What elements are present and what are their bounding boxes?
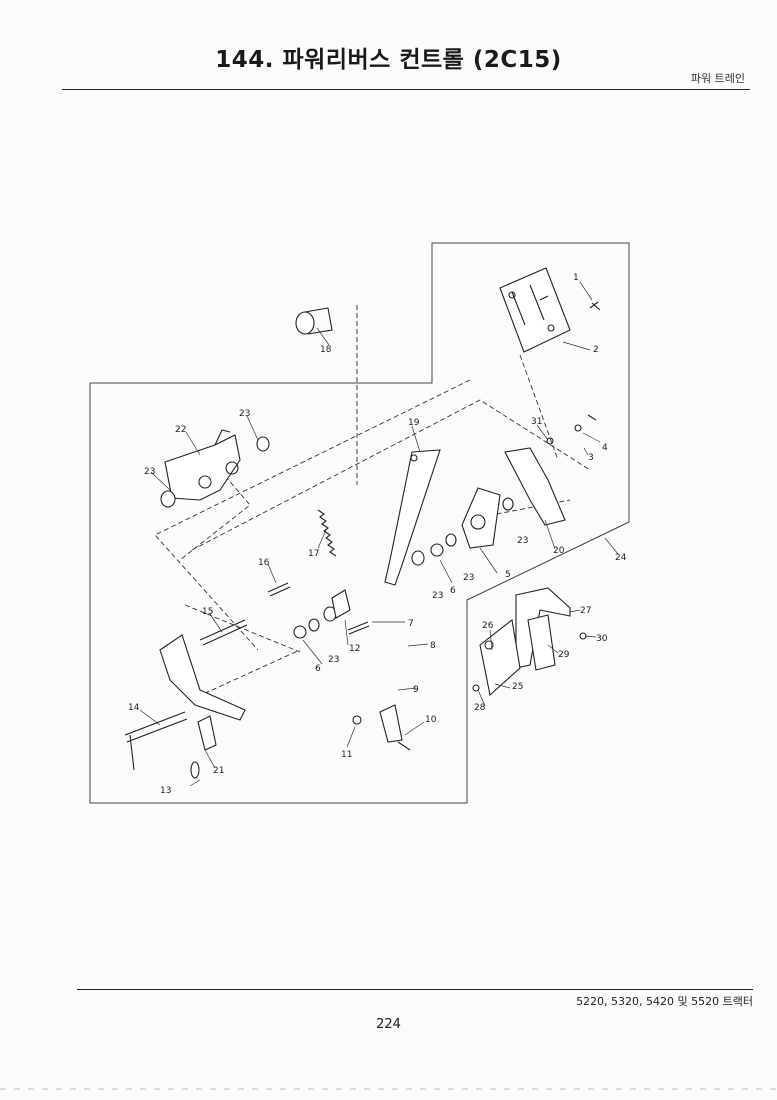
pin-part <box>267 582 291 597</box>
callout: 23 <box>239 409 250 419</box>
shift-plate-part <box>499 267 571 353</box>
callout: 23 <box>144 467 155 477</box>
callout: 18 <box>320 345 332 355</box>
section-label: 파워 트레인 <box>690 72 745 85</box>
callout: 7 <box>408 619 414 629</box>
mount-plate-part <box>527 614 556 671</box>
callout: 19 <box>408 418 420 428</box>
callout: 11 <box>341 750 352 760</box>
rod-part <box>199 619 248 646</box>
small-lever-part <box>379 704 403 743</box>
callout: 6 <box>315 664 321 674</box>
page-title: 144. 파워리버스 컨트롤 (2C15) <box>215 47 562 73</box>
page-number: 224 <box>376 1017 401 1032</box>
bushing-part <box>160 490 176 508</box>
scan-artifact <box>0 1088 777 1090</box>
grip-part <box>190 761 200 779</box>
callout: 9 <box>413 685 419 695</box>
lower-linkage-part <box>159 634 246 721</box>
callout: 22 <box>175 425 186 435</box>
callout: 15 <box>202 607 213 617</box>
callout: 27 <box>580 606 591 616</box>
handle-knob-part <box>295 307 333 335</box>
leader-lines <box>139 281 619 787</box>
callout: 6 <box>450 586 456 596</box>
header-rule <box>62 89 750 90</box>
upper-arm-part <box>504 447 566 526</box>
callout: 28 <box>474 703 486 713</box>
callout: 2 <box>593 345 599 355</box>
clamp-block-part <box>331 589 351 619</box>
upper-bracket-part <box>164 429 241 501</box>
callout: 23 <box>517 536 528 546</box>
callout: 24 <box>615 553 627 563</box>
callout: 29 <box>558 650 570 660</box>
callout: 10 <box>425 715 437 725</box>
shift-lever-part <box>384 449 441 586</box>
callout: 13 <box>160 786 171 796</box>
callout: 1 <box>573 273 579 283</box>
callout: 14 <box>128 703 140 713</box>
callout: 31 <box>531 417 542 427</box>
footer-rule <box>77 989 753 990</box>
callout: 8 <box>430 641 436 651</box>
cam-arm-part <box>461 487 501 549</box>
callout: 21 <box>213 766 224 776</box>
callout: 16 <box>258 558 270 568</box>
callout: 30 <box>596 634 608 644</box>
side-plate-part <box>479 618 521 697</box>
callout: 23 <box>432 591 443 601</box>
roll-pin-part <box>347 621 370 635</box>
callout-labels: 1 2 3 4 5 6 6 7 8 9 10 11 12 13 14 15 16… <box>128 273 627 796</box>
callout: 23 <box>463 573 474 583</box>
spring-part <box>317 509 337 557</box>
bushing-part <box>256 436 270 452</box>
callout: 25 <box>512 682 523 692</box>
callout: 23 <box>328 655 339 665</box>
callout: 3 <box>588 453 594 463</box>
callout: 12 <box>349 644 360 654</box>
diagram-frame <box>89 242 630 804</box>
callout: 20 <box>553 546 565 556</box>
callout: 26 <box>482 621 494 631</box>
callout: 4 <box>602 443 608 453</box>
callout: 5 <box>505 570 511 580</box>
model-list: 5220, 5320, 5420 및 5520 트랙터 <box>576 995 753 1008</box>
callout: 17 <box>308 549 319 559</box>
screw-part <box>589 301 601 311</box>
